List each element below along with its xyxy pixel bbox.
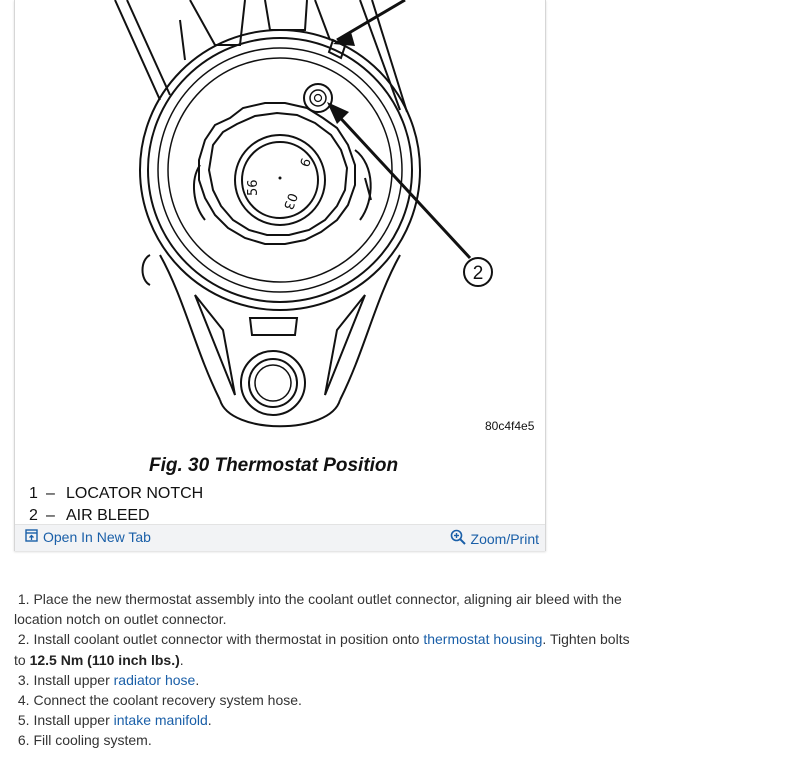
figure-toolbar: Open In New Tab Zoom/Print <box>15 524 545 551</box>
legend-label-locator-notch: LOCATOR NOTCH <box>66 485 203 502</box>
thermostat-drawing: 9 56 03 2 80c4f4e5 Fig. 30 Thermostat Po… <box>29 0 535 524</box>
open-in-new-tab-link[interactable]: Open In New Tab <box>25 529 151 545</box>
intake-manifold-link[interactable]: intake manifold <box>113 712 208 729</box>
legend-dash-1: – <box>46 485 55 502</box>
housing-mark-56: 56 <box>246 179 261 196</box>
step-6: 6. Fill cooling system. <box>17 732 152 749</box>
legend-num-1: 1 <box>29 485 38 502</box>
legend-dash-2: – <box>46 507 55 524</box>
torque-spec: 12.5 Nm (110 inch lbs.) <box>29 651 180 668</box>
legend-num-2: 2 <box>29 507 38 524</box>
step-5: 5. Install upper intake manifold. <box>17 712 212 729</box>
housing-mark-03: 03 <box>280 191 300 212</box>
zoom-print-link[interactable]: Zoom/Print <box>450 529 539 548</box>
open-new-tab-icon <box>25 529 38 545</box>
step-1: 1. Place the new thermostat assembly int… <box>14 591 622 628</box>
step-4: 4. Connect the coolant recovery system h… <box>17 692 302 709</box>
callout-number: 2 <box>473 263 484 284</box>
open-in-new-tab-label: Open In New Tab <box>43 529 151 545</box>
step-3: 3. Install upper radiator hose. <box>17 671 200 688</box>
radiator-hose-link[interactable]: radiator hose <box>113 671 196 688</box>
image-code: 80c4f4e5 <box>485 419 535 433</box>
procedure-steps: 1. Place the new thermostat assembly int… <box>14 589 634 751</box>
thermostat-housing-link[interactable]: thermostat housing <box>423 631 543 648</box>
legend-label-air-bleed: AIR BLEED <box>66 507 150 524</box>
zoom-in-icon <box>450 529 466 548</box>
figure-caption: Fig. 30 Thermostat Position <box>149 455 398 476</box>
thermostat-diagram[interactable]: 9 56 03 2 80c4f4e5 Fig. 30 Thermostat Po… <box>15 0 545 524</box>
zoom-print-label: Zoom/Print <box>470 530 539 547</box>
step-2: 2. Install coolant outlet connector with… <box>14 631 630 668</box>
figure-card: 9 56 03 2 80c4f4e5 Fig. 30 Thermostat Po… <box>14 0 546 551</box>
